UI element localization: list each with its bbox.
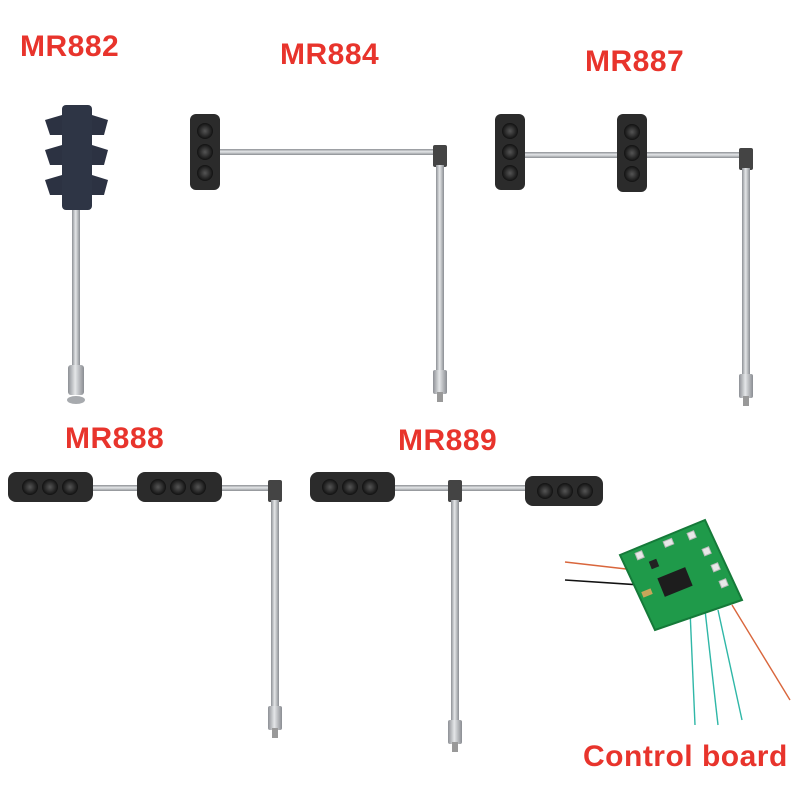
label-control-board: Control board (583, 740, 788, 773)
label-mr888: MR888 (65, 422, 165, 455)
label-mr887: MR887 (585, 45, 685, 78)
signal-mr884 (190, 114, 447, 402)
pole (72, 210, 80, 375)
signal-mr889 (310, 472, 603, 752)
signal-mr888 (8, 472, 282, 738)
label-mr884: MR884 (280, 38, 380, 71)
control-board (564, 518, 791, 726)
signal-mr882 (45, 105, 108, 404)
signal-mr887 (495, 114, 753, 406)
label-mr889: MR889 (398, 424, 498, 457)
signal-head (62, 105, 92, 210)
label-mr882: MR882 (20, 30, 120, 63)
